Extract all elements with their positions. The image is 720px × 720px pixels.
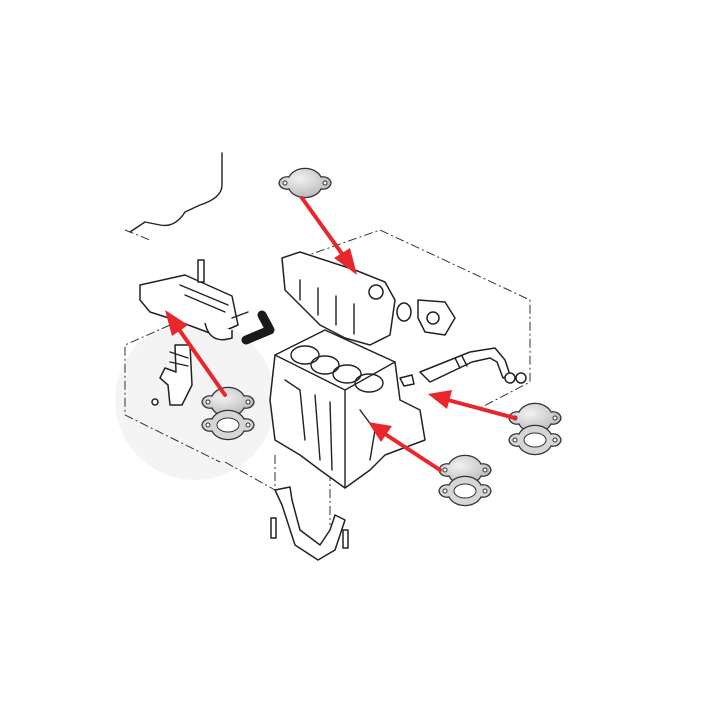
- egr-pipe-left: [151, 344, 193, 406]
- arrow-icon: [428, 390, 517, 420]
- arrow-icon: [368, 422, 442, 472]
- intake-manifold: [281, 251, 396, 346]
- watermark-logo: [115, 320, 275, 480]
- assembly-lines: [124, 229, 531, 525]
- gasket-center: [438, 475, 492, 507]
- sensor-wire: [129, 152, 223, 233]
- blanking-plate-top: [278, 167, 332, 199]
- arrow-icon: [300, 196, 357, 275]
- gasket-right: [508, 424, 562, 456]
- egr-cooler: [139, 259, 249, 341]
- egr-pipe-bottom: [270, 486, 349, 561]
- egr-pipe-right: [399, 347, 527, 387]
- throttle-body: [396, 299, 456, 336]
- hose: [241, 310, 275, 345]
- arrow-icon: [165, 310, 227, 397]
- cylinder-block: [269, 329, 426, 489]
